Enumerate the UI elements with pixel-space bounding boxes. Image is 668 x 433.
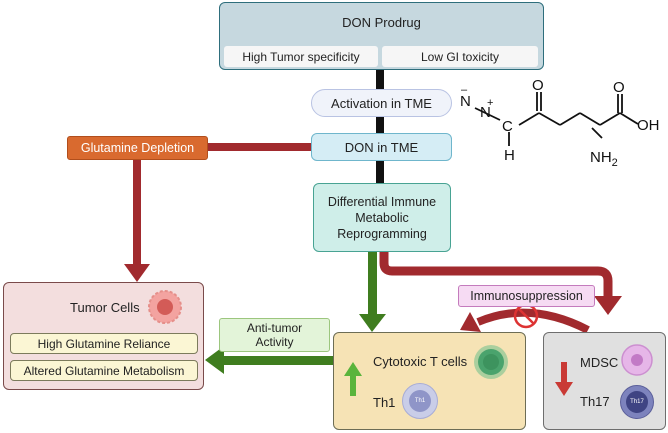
- tumor-cells-title: Tumor Cells: [70, 300, 140, 315]
- molecule-n-plus: N: [480, 104, 491, 121]
- molecule-h: H: [504, 147, 515, 164]
- tumor-cells-panel: Tumor Cells High Glutamine Reliance Alte…: [3, 282, 204, 390]
- tumor-item-high-reliance: High Glutamine Reliance: [10, 333, 198, 354]
- th17-label: Th17: [580, 394, 610, 409]
- tumor-item-altered-metabolism: Altered Glutamine Metabolism: [10, 360, 198, 381]
- t-cell-panel: Cytotoxic T cells Th1 Th1: [333, 332, 526, 430]
- feature-gi-toxicity: Low GI toxicity: [382, 46, 538, 67]
- molecule-c: C: [502, 118, 513, 135]
- immunosuppression-arrow-head: [460, 312, 481, 332]
- anti-tumor-activity-label: Anti-tumor Activity: [219, 318, 330, 352]
- mdsc-path: [379, 252, 613, 298]
- immunosuppression-label: Immunosuppression: [458, 285, 595, 307]
- activation-in-tme-pill: Activation in TME: [311, 89, 452, 117]
- th1-label: Th1: [373, 395, 396, 410]
- don-molecule-structure: [474, 92, 639, 146]
- molecule-nh2: NH2: [590, 149, 618, 169]
- mdsc-cell-icon: [621, 344, 653, 376]
- th17-cell-icon: Th17: [620, 385, 654, 419]
- th1-cell-badge: Th1: [409, 390, 431, 412]
- molecule-o-top: O: [532, 77, 544, 94]
- molecule-nh: NH: [590, 149, 612, 166]
- mdsc-arrow-head: [594, 296, 622, 315]
- th17-cell-badge: Th17: [626, 391, 648, 413]
- don-in-tme-box: DON in TME: [311, 133, 452, 161]
- molecule-n-minus: N: [460, 93, 471, 110]
- molecule-o-acid: O: [613, 79, 625, 96]
- cytotoxic-t-cell-icon: [474, 345, 508, 379]
- glutamine-down-arrow-shaft: [133, 160, 141, 266]
- molecule-plus: +: [487, 97, 493, 109]
- down-arrow-icon: [555, 362, 573, 396]
- spine-connector-low: [376, 160, 384, 184]
- glutamine-link: [208, 143, 311, 151]
- molecule-nh2-sub: 2: [612, 157, 618, 169]
- glutamine-down-arrow-head: [124, 264, 150, 282]
- antitumor-arrow-shaft: [222, 356, 334, 365]
- antitumor-arrow-head: [205, 346, 224, 374]
- glutamine-depletion-box: Glutamine Depletion: [67, 136, 208, 160]
- spine-connector-top: [376, 70, 384, 90]
- immunosuppression-curve: [476, 308, 590, 334]
- don-prodrug-panel: DON Prodrug High Tumor specificity Low G…: [219, 2, 544, 70]
- tumor-cell-icon: [148, 290, 182, 324]
- don-prodrug-title: DON Prodrug: [342, 15, 421, 30]
- suppressive-cells-panel: MDSC Th17 Th17: [543, 332, 666, 430]
- cytotoxic-t-cells-label: Cytotoxic T cells: [373, 354, 468, 369]
- mdsc-label: MDSC: [580, 355, 619, 370]
- spine-connector-mid: [376, 117, 384, 135]
- molecule-minus: –: [461, 84, 468, 96]
- th1-cell-icon: Th1: [402, 383, 438, 419]
- molecule-oh: OH: [637, 117, 660, 134]
- up-arrow-icon: [344, 362, 362, 396]
- tcell-down-arrow-shaft: [368, 252, 377, 316]
- reprogramming-box: Differential Immune Metabolic Reprogramm…: [313, 183, 451, 252]
- tcell-down-arrow-head: [359, 314, 386, 332]
- feature-tumor-specificity: High Tumor specificity: [224, 46, 378, 67]
